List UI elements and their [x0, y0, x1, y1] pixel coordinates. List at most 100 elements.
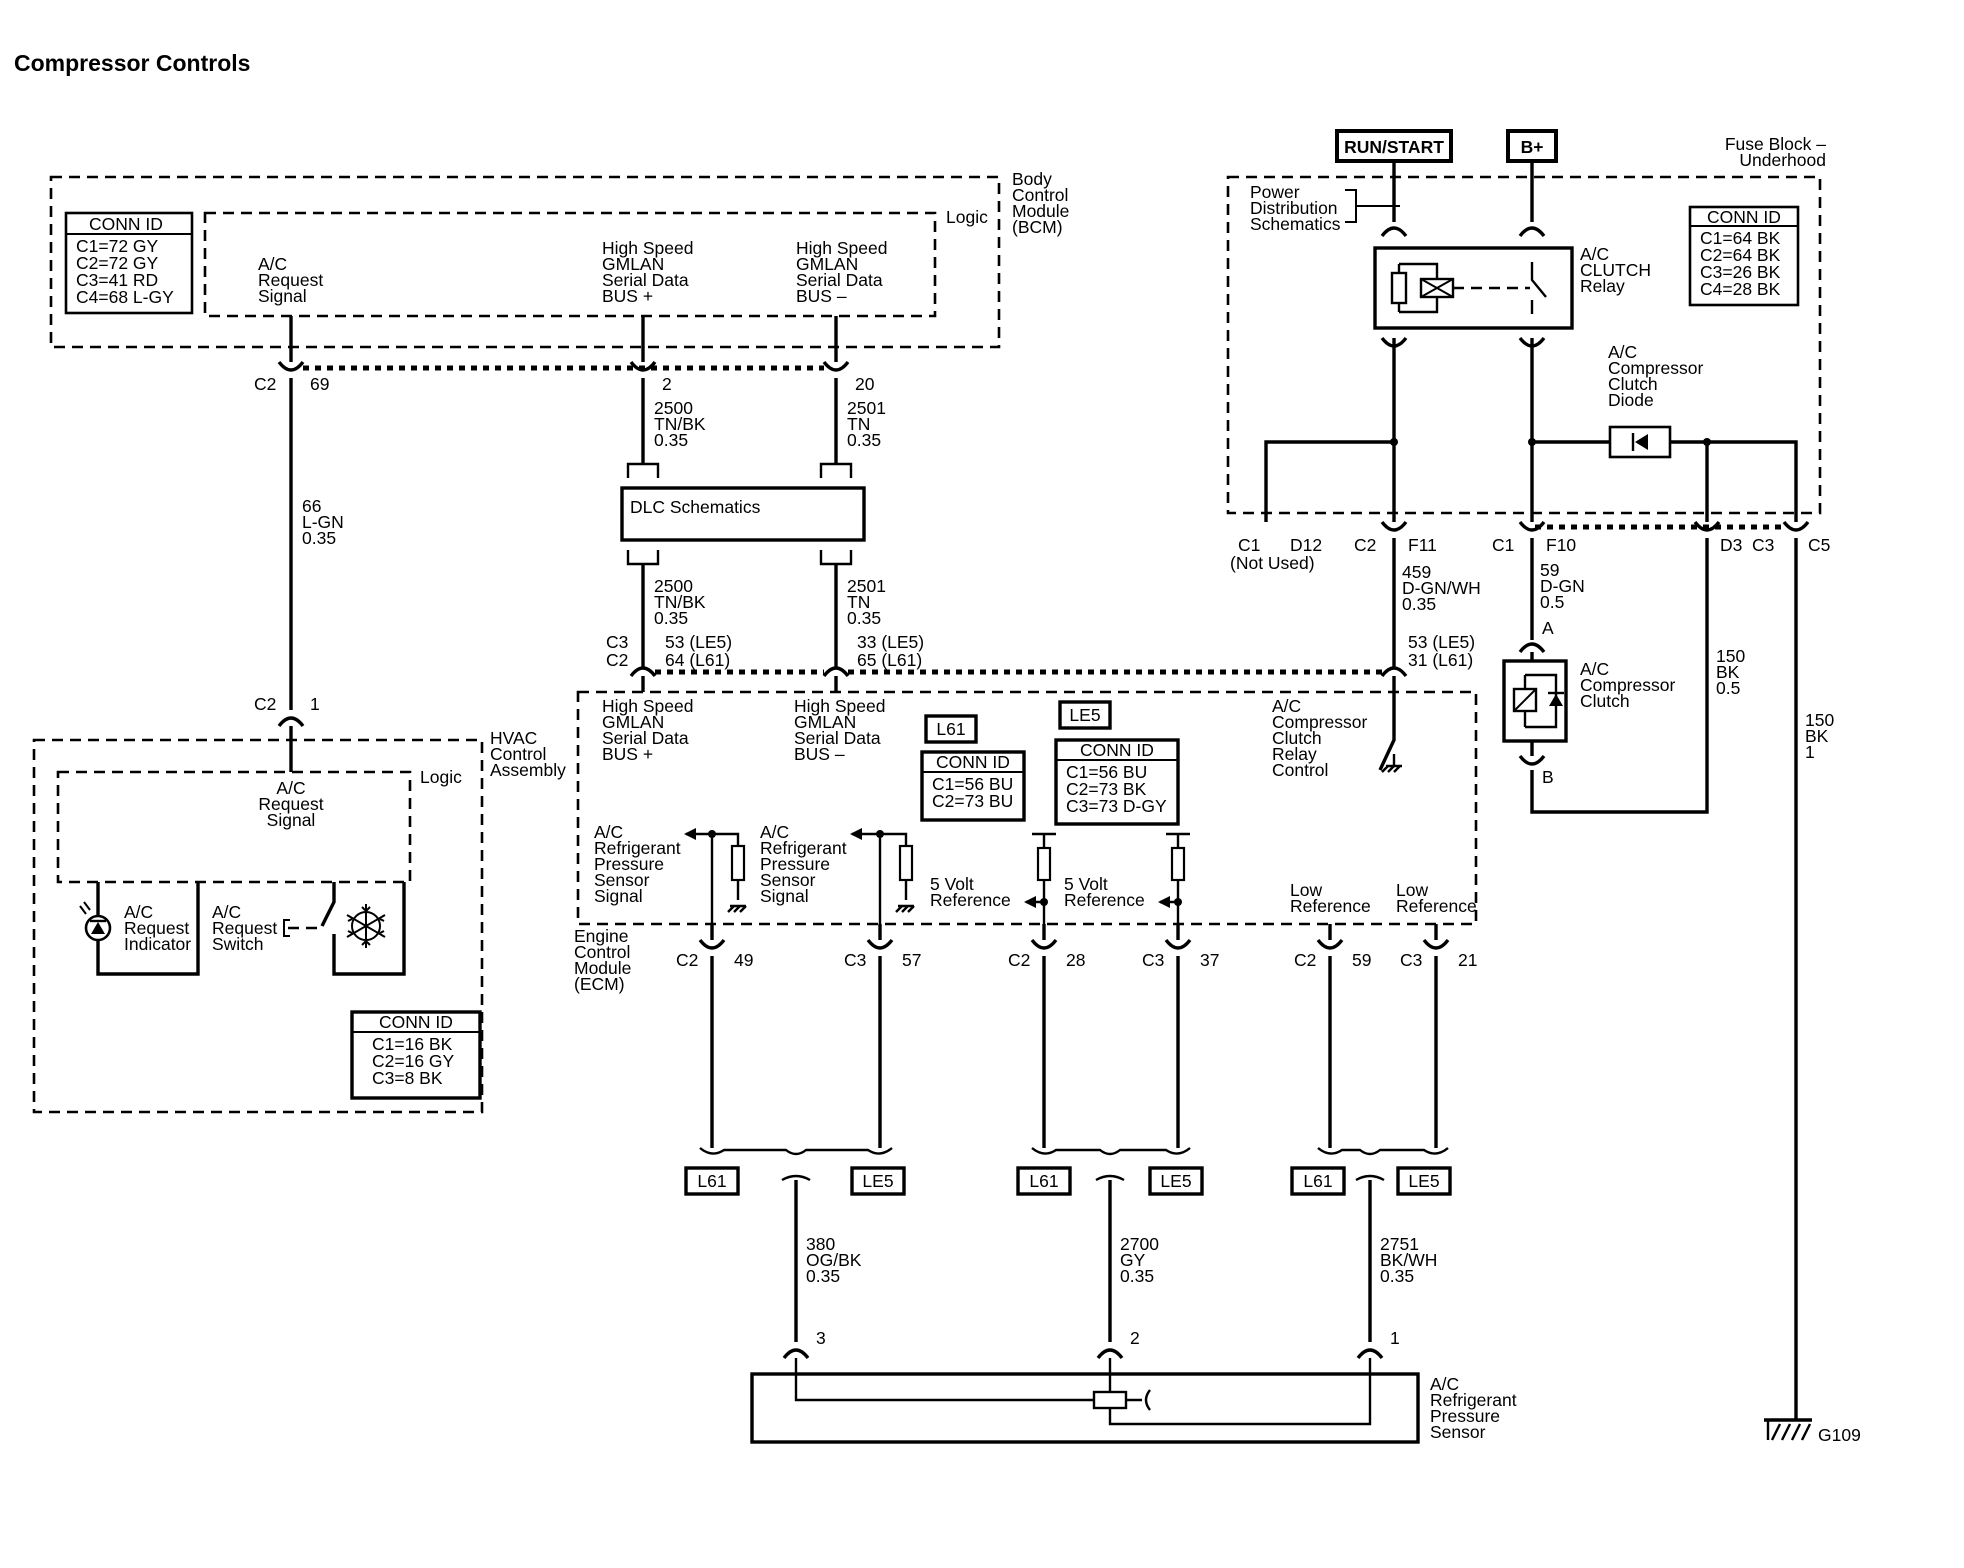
hvac-conn-row: C1=16 BK: [372, 1034, 453, 1054]
wire-label: 59: [1540, 560, 1559, 580]
bcm-pin-20: 20: [855, 374, 875, 394]
ecm-signal-label: High Speed: [602, 696, 693, 716]
hvac-logic-outline: [56, 770, 412, 884]
ecm-relay-ctrl-label: Control: [1272, 760, 1328, 780]
bcm-signal-label: Serial Data: [602, 270, 689, 290]
fuse-block-connectors: [1380, 226, 1810, 532]
wire-label: 2500: [654, 398, 693, 418]
relay-label-3: Relay: [1580, 276, 1625, 296]
relay-label-1: A/C: [1580, 244, 1609, 264]
fuse-conn-id-box: [1688, 205, 1800, 307]
pds-label-1: Power: [1250, 182, 1300, 202]
splice-l61-label: L61: [697, 1171, 726, 1191]
fuse-pin-c3: C3: [1752, 535, 1774, 555]
switch-label: Request: [212, 918, 277, 938]
ecm-pin: 28: [1066, 950, 1085, 970]
fuse-pin-c1: C1: [1238, 535, 1260, 555]
ecm-ref-label: Low: [1396, 880, 1428, 900]
relay-control-switch: [1378, 716, 1396, 771]
hvac-signal-label: Signal: [267, 810, 316, 830]
wire-label: TN/BK: [654, 592, 706, 612]
run-start-source: RUN/START: [1335, 129, 1453, 163]
bcm-outline: [49, 175, 1001, 349]
ecm-ref-label: Low: [1290, 880, 1322, 900]
fuse-conn-row: C3=26 BK: [1700, 262, 1781, 282]
dlc-schematics-box: DLC Schematics: [620, 462, 866, 566]
hvac-name: Assembly: [490, 760, 566, 780]
wire-label: 0.35: [1380, 1266, 1414, 1286]
ecm-signal-label: Serial Data: [602, 728, 689, 748]
splice-le5-label: LE5: [1160, 1171, 1191, 1191]
bcm-signal-label: High Speed: [602, 238, 693, 258]
diode-label-4: Diode: [1608, 390, 1654, 410]
ecm-top-connectors: [629, 666, 1408, 678]
gmlan-wires-upper: [641, 378, 838, 464]
ecm-le5-conn-title: CONN ID: [1080, 740, 1154, 760]
bcm-name: Body: [1012, 169, 1052, 189]
ecm-sensor-sig-label: Pressure: [760, 854, 830, 874]
wire-label: 380: [806, 1234, 835, 1254]
fuse-block-output-wires: [1392, 538, 1798, 1420]
fuse-conn-title: CONN ID: [1707, 207, 1781, 227]
engine-control-module: Engine Control Module (ECM) High Speed G…: [574, 690, 1478, 994]
ecm-pin: 33 (LE5): [857, 632, 924, 652]
bcm-pin-2: 2: [662, 374, 672, 394]
ecm-sensor-sig-label: Sensor: [594, 870, 650, 890]
ecm-sensor-sig-label: A/C: [760, 822, 789, 842]
fuse-pin-not-used: (Not Used): [1230, 553, 1315, 573]
ecm-pin: C2: [606, 650, 628, 670]
ecm-l61-tag-text: L61: [936, 719, 965, 739]
ecm-signal-label: BUS +: [602, 744, 653, 764]
ecm-le5-conn-row: C2=73 BK: [1066, 779, 1147, 799]
ecm-ref-label: 5 Volt: [1064, 874, 1108, 894]
fuse-block-outline: [1226, 175, 1822, 515]
ecm-pin: C2: [676, 950, 698, 970]
hvac-signal-label: A/C: [276, 778, 305, 798]
wire-label: 0.35: [847, 608, 881, 628]
fuse-conn-row: C2=64 BK: [1700, 245, 1781, 265]
ecm-l61-conn-title: CONN ID: [936, 752, 1010, 772]
gmlan-wires-lower: [641, 564, 838, 668]
bcm-name: Control: [1012, 185, 1068, 205]
ecm-relay-ctrl-label: Compressor: [1272, 712, 1367, 732]
ecm-sensor-sig-label: Signal: [760, 886, 809, 906]
ecm-pin: C3: [606, 632, 628, 652]
ecm-signal-label: GMLAN: [794, 712, 856, 732]
ecm-pin: 64 (L61): [665, 650, 730, 670]
wire-label: 459: [1402, 562, 1431, 582]
ecm-sensor-sig-label: Refrigerant: [760, 838, 847, 858]
sig-circuit-57: [852, 832, 908, 924]
sensor-label: Pressure: [1430, 1406, 1500, 1426]
fuse-conn-row: C4=28 BK: [1700, 279, 1781, 299]
clutch-pin-a: A: [1542, 618, 1554, 638]
ecm-pin: 31 (L61): [1408, 650, 1473, 670]
ground-g109: G109: [1764, 1418, 1861, 1445]
ecm-pin: C3: [1142, 950, 1164, 970]
ecm-le5-conn-row: C1=56 BU: [1066, 762, 1147, 782]
ecm-outline: [576, 690, 1478, 926]
hvac-conn-id-box: [350, 1010, 482, 1100]
indicator-label: A/C: [124, 902, 153, 922]
fuse-pin-c2: C2: [1354, 535, 1376, 555]
sensor-label: A/C: [1430, 1374, 1459, 1394]
bcm-conn-row: C4=68 L-GY: [76, 287, 174, 307]
bcm-pin-c2: C2: [254, 374, 276, 394]
ecm-le5-conn-box: [1054, 738, 1180, 826]
fuse-conn-row: C1=64 BK: [1700, 228, 1781, 248]
wire-label: TN: [847, 592, 870, 612]
wire-label: BK: [1805, 726, 1829, 746]
wire-label: 0.35: [1402, 594, 1436, 614]
wire-label: 2501: [847, 576, 886, 596]
fuse-pin-f11: F11: [1408, 535, 1437, 555]
bcm-conn-row: C2=72 GY: [76, 253, 159, 273]
wire-label: 66: [302, 496, 321, 516]
ecm-name: Engine: [574, 926, 629, 946]
wire-label: 1: [1805, 742, 1815, 762]
splice-tags: L61 LE5 L61 LE5 L61 LE5: [684, 1166, 1452, 1196]
b-plus-source: B+: [1506, 129, 1558, 163]
ecm-signal-label: BUS –: [794, 744, 845, 764]
wire-label: 2501: [847, 398, 886, 418]
bcm-signal-label: Request: [258, 270, 323, 290]
ecm-sensor-sig-label: Refrigerant: [594, 838, 681, 858]
